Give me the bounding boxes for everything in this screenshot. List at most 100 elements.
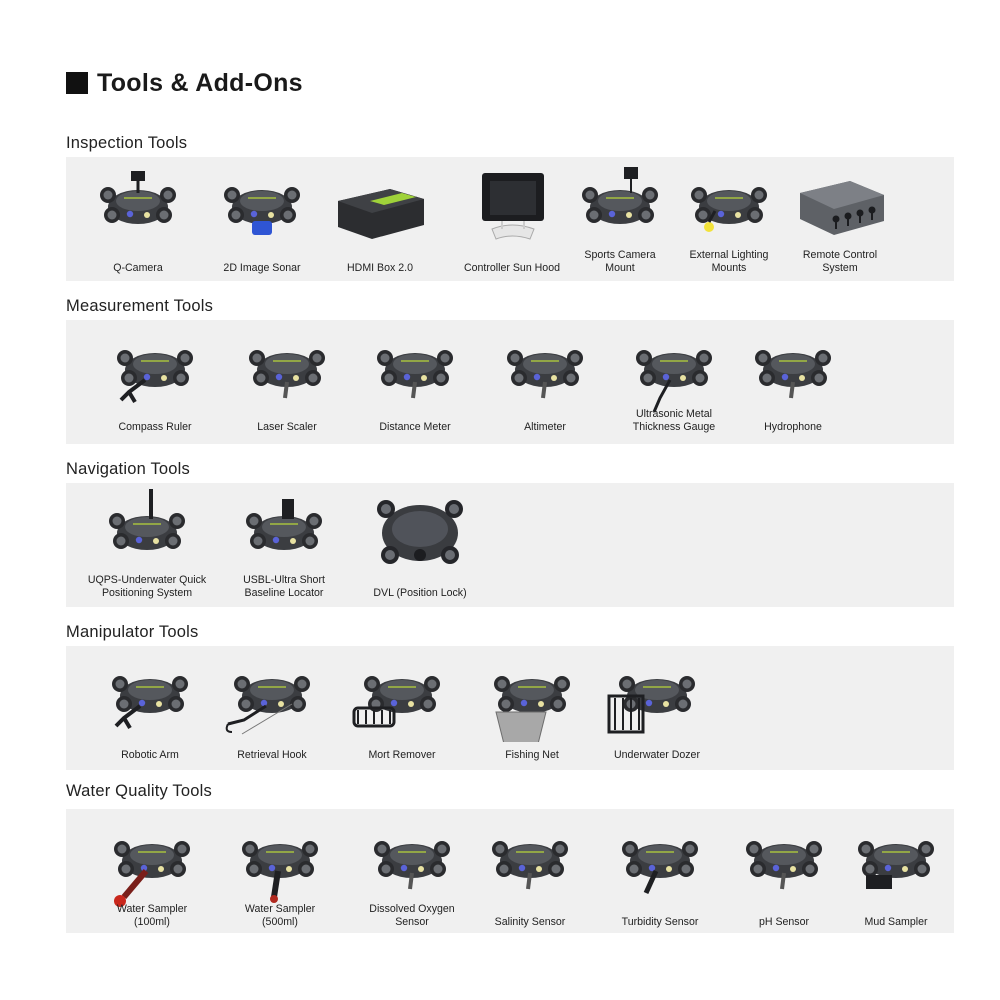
- tool-label-text: Ultrasonic Metal Thickness Gauge: [632, 408, 716, 433]
- tool-item[interactable]: pH Sensor: [714, 809, 854, 933]
- tool-item[interactable]: External Lighting Mounts: [659, 157, 799, 281]
- tool-item[interactable]: 2D Image Sonar: [192, 157, 332, 281]
- tool-item[interactable]: Compass Ruler: [85, 320, 225, 444]
- tool-label: Compass Ruler: [85, 405, 225, 433]
- tool-label-text: USBL-Ultra Short Baseline Locator: [243, 574, 325, 599]
- hydrophone-rov-icon: [755, 350, 831, 399]
- tool-item[interactable]: Retrieval Hook: [202, 646, 342, 770]
- tool-item[interactable]: Altimeter: [475, 320, 615, 444]
- tool-label-text: UQPS-Underwater Quick Positioning System: [87, 574, 207, 599]
- tool-label: Retrieval Hook: [202, 733, 342, 761]
- section-heading: Inspection Tools: [66, 134, 188, 152]
- page-title: Tools & Add-Ons: [66, 66, 303, 100]
- tool-label: pH Sensor: [714, 900, 854, 928]
- usbl-rov-icon: [246, 499, 322, 550]
- remote-control-box-icon: [800, 181, 884, 235]
- tool-label: 2D Image Sonar: [192, 246, 332, 274]
- tool-item[interactable]: Sports Camera Mount: [550, 157, 690, 281]
- tool-item[interactable]: Controller Sun Hood: [442, 157, 582, 281]
- water-sampler-500-rov-icon: [242, 841, 318, 903]
- tool-label: Underwater Dozer: [587, 733, 727, 761]
- tool-item[interactable]: Q-Camera: [68, 157, 208, 281]
- compass-ruler-rov-icon: [117, 350, 193, 404]
- tool-item[interactable]: Fishing Net: [462, 646, 602, 770]
- tool-label-text: pH Sensor: [758, 915, 810, 928]
- tool-label: Ultrasonic Metal Thickness Gauge: [604, 405, 744, 433]
- controller-sun-hood-icon: [482, 173, 544, 240]
- tool-label-text: Controller Sun Hood: [464, 261, 560, 274]
- tool-item[interactable]: Mort Remover: [332, 646, 472, 770]
- tool-label: Turbidity Sensor: [590, 900, 730, 928]
- ph-sensor-rov-icon: [746, 841, 822, 890]
- section-heading: Navigation Tools: [66, 460, 190, 478]
- distance-meter-rov-icon: [377, 350, 453, 399]
- tool-label-text: Sports Camera Mount: [584, 249, 656, 274]
- tool-label: HDMI Box 2.0: [310, 246, 450, 274]
- tool-item[interactable]: Distance Meter: [345, 320, 485, 444]
- tool-item[interactable]: UQPS-Underwater Quick Positioning System: [77, 483, 217, 607]
- tool-label-text: Altimeter: [524, 420, 566, 433]
- thickness-gauge-rov-icon: [636, 350, 712, 413]
- water-sampler-100-rov-icon: [114, 841, 190, 907]
- tool-label: Hydrophone: [723, 405, 863, 433]
- tool-label-text: Distance Meter: [379, 420, 451, 433]
- tool-item[interactable]: Underwater Dozer: [587, 646, 727, 770]
- tool-label-text: Water Sampler (500ml): [244, 903, 316, 928]
- tool-label: Remote Control System: [770, 246, 910, 274]
- tool-label: Robotic Arm: [80, 733, 220, 761]
- section-heading: Manipulator Tools: [66, 623, 199, 641]
- tool-item[interactable]: DVL (Position Lock): [350, 483, 490, 607]
- tool-label: Salinity Sensor: [460, 900, 600, 928]
- underwater-dozer-rov-icon: [607, 676, 695, 734]
- mort-remover-rov-icon: [352, 676, 440, 728]
- tool-item[interactable]: Turbidity Sensor: [590, 809, 730, 933]
- section-heading: Water Quality Tools: [66, 782, 212, 800]
- tool-label-text: Mort Remover: [368, 748, 436, 761]
- tool-label-text: Retrieval Hook: [237, 748, 307, 761]
- sports-camera-rov-icon: [582, 167, 658, 224]
- tool-item[interactable]: USBL-Ultra Short Baseline Locator: [214, 483, 354, 607]
- tool-label-text: Compass Ruler: [118, 420, 192, 433]
- tool-label-text: 2D Image Sonar: [223, 261, 301, 274]
- tool-item[interactable]: Water Sampler (100ml): [82, 809, 222, 933]
- tool-item[interactable]: Salinity Sensor: [460, 809, 600, 933]
- tool-label: USBL-Ultra Short Baseline Locator: [214, 571, 354, 599]
- tool-label-text: Salinity Sensor: [494, 915, 566, 928]
- tool-item[interactable]: Dissolved Oxygen Sensor: [342, 809, 482, 933]
- tool-label-text: Mud Sampler: [864, 915, 928, 928]
- tool-label-text: Laser Scaler: [257, 420, 317, 433]
- tool-label: DVL (Position Lock): [350, 571, 490, 599]
- tool-label: Mort Remover: [332, 733, 472, 761]
- tool-item[interactable]: Remote Control System: [770, 157, 910, 281]
- robotic-arm-rov-icon: [112, 676, 188, 730]
- tool-item[interactable]: Water Sampler (500ml): [210, 809, 350, 933]
- tool-item[interactable]: Hydrophone: [723, 320, 863, 444]
- section-panel: UQPS-Underwater Quick Positioning System…: [66, 483, 954, 607]
- tool-item[interactable]: Laser Scaler: [217, 320, 357, 444]
- camera-mount-rov-icon: [100, 171, 176, 224]
- tool-label: Q-Camera: [68, 246, 208, 274]
- page-title-text: Tools & Add-Ons: [97, 68, 303, 97]
- tool-label: Sports Camera Mount: [550, 246, 690, 274]
- dissolved-oxygen-rov-icon: [374, 841, 450, 890]
- tool-label: External Lighting Mounts: [659, 246, 799, 274]
- tool-label: Altimeter: [475, 405, 615, 433]
- fishing-net-rov-icon: [494, 676, 570, 742]
- section-heading: Measurement Tools: [66, 297, 214, 315]
- tool-item[interactable]: Ultrasonic Metal Thickness Gauge: [604, 320, 744, 444]
- tool-item[interactable]: HDMI Box 2.0: [310, 157, 450, 281]
- tool-label-text: Hydrophone: [764, 420, 822, 433]
- tool-label: Laser Scaler: [217, 405, 357, 433]
- tool-item[interactable]: Mud Sampler: [826, 809, 966, 933]
- tool-label: Mud Sampler: [826, 900, 966, 928]
- tool-label-text: Water Sampler (100ml): [116, 903, 188, 928]
- tool-label: Distance Meter: [345, 405, 485, 433]
- turbidity-sensor-rov-icon: [622, 841, 698, 895]
- title-square-icon: [66, 72, 88, 94]
- lighting-rov-icon: [691, 187, 767, 232]
- tool-label-text: Underwater Dozer: [614, 748, 700, 761]
- tool-label-text: DVL (Position Lock): [373, 586, 467, 599]
- tool-item[interactable]: Robotic Arm: [80, 646, 220, 770]
